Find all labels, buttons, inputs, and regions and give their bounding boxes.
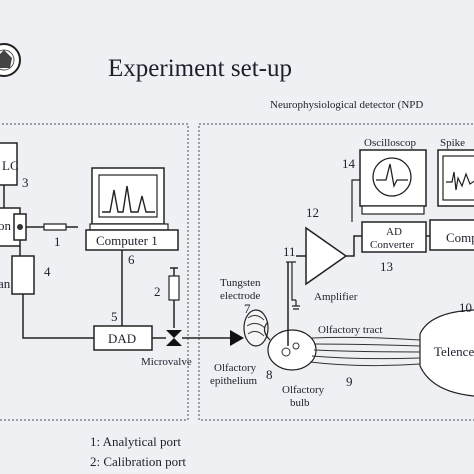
amplifier-icon	[305, 226, 348, 286]
computer2-label: Comp	[446, 230, 474, 245]
port-legend-analytical: 1: Analytical port	[90, 434, 181, 449]
ground-icon	[292, 300, 300, 310]
label-14: 14	[342, 156, 356, 171]
label-9: 9	[346, 374, 353, 389]
ad-converter-box	[361, 221, 427, 253]
olfactory-bulb-shape	[267, 329, 317, 371]
spike-trace	[376, 163, 408, 189]
computer1-box	[85, 229, 179, 251]
column-label: an	[0, 276, 11, 291]
tungsten-label-1: Tungsten	[220, 277, 261, 289]
olfactory-epithelium-label-2: epithelium	[210, 375, 257, 387]
label-3: 3	[22, 175, 29, 190]
microvalve-icon	[166, 330, 182, 346]
label-2: 2	[154, 284, 161, 299]
calibration-syringe-icon	[168, 275, 180, 301]
olfactory-bulb-label-1: Olfactory	[282, 384, 325, 396]
telencephalon-shape	[419, 309, 474, 397]
ad-label-1: AD	[386, 226, 402, 238]
computer2-box	[429, 219, 474, 251]
column-box	[11, 255, 35, 295]
label-7: 7	[244, 301, 251, 316]
label-8: 8	[266, 367, 273, 382]
label-1: 1	[54, 234, 61, 249]
spike-label: Spike	[440, 137, 465, 149]
label-4: 4	[44, 264, 51, 279]
chromatogram-trace	[102, 185, 155, 213]
hplc-label: LC	[2, 158, 19, 173]
npd-label: Neurophysiological detector (NPD	[270, 99, 423, 111]
computer1-base	[89, 223, 169, 231]
chromatography-region	[0, 123, 189, 421]
olfactory-epithelium-shape	[243, 309, 269, 347]
dad-label: DAD	[108, 331, 136, 346]
university-seal-logo	[0, 43, 21, 77]
injection-label: on	[0, 218, 12, 233]
analytical-port-syringe-icon	[43, 223, 67, 231]
label-12: 12	[306, 205, 319, 220]
injection-valve-knob	[17, 224, 23, 230]
ad-label-2: Converter	[370, 239, 414, 251]
spike-train-trace	[446, 171, 474, 191]
label-6: 6	[128, 252, 135, 267]
label-10: 10	[459, 300, 472, 315]
oscilloscope-label: Oscilloscop	[364, 137, 416, 149]
computer1-label: Computer 1	[96, 233, 158, 248]
telencephalon-label: Telencep	[434, 344, 474, 359]
tungsten-label-2: electrode	[220, 290, 260, 302]
amplifier-label: Amplifier	[314, 291, 358, 303]
port-legend-calibration: 2: Calibration port	[90, 454, 186, 469]
olfactory-epithelium-label-1: Olfactory	[214, 362, 257, 374]
olfactory-bulb-label-2: bulb	[290, 397, 310, 409]
slide-title: Experiment set-up	[108, 55, 292, 82]
dad-box	[93, 325, 153, 351]
label-11: 11	[283, 244, 296, 259]
microvalve-label: Microvalve	[141, 356, 192, 368]
label-13: 13	[380, 259, 393, 274]
nozzle-arrow-icon	[230, 330, 244, 346]
npd-region	[198, 123, 474, 421]
label-5: 5	[111, 309, 118, 324]
olfactory-tract-label: Olfactory tract	[318, 324, 382, 336]
